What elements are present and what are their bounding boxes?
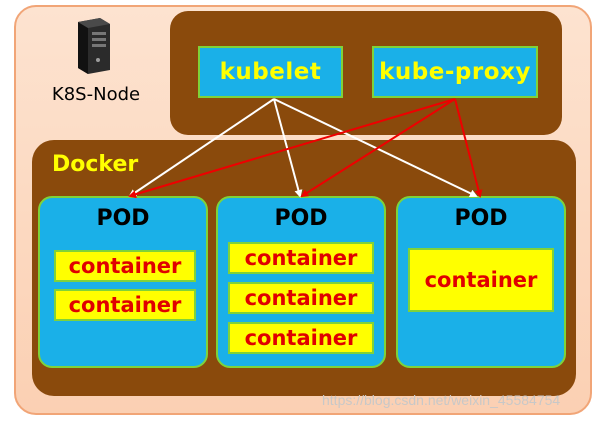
watermark-text: https://blog.csdn.net/weixin_45584754: [322, 392, 561, 408]
pod-1: POD container container: [38, 196, 208, 368]
container-box: container: [228, 322, 374, 354]
container-box: container: [408, 248, 554, 312]
pod-title: POD: [274, 206, 328, 231]
container-box: container: [228, 242, 374, 274]
docker-label: Docker: [52, 152, 139, 177]
container-box: container: [54, 289, 196, 321]
kubelet-box: kubelet: [198, 46, 343, 98]
pod-2: POD container container container: [216, 196, 386, 368]
container-box: container: [54, 250, 196, 282]
container-box: container: [228, 282, 374, 314]
kube-proxy-box: kube-proxy: [372, 46, 538, 98]
pod-title: POD: [96, 206, 150, 231]
pod-3: POD container: [396, 196, 566, 368]
node-label: K8S-Node: [51, 84, 141, 105]
pod-title: POD: [454, 206, 508, 231]
server-icon: [72, 18, 112, 74]
